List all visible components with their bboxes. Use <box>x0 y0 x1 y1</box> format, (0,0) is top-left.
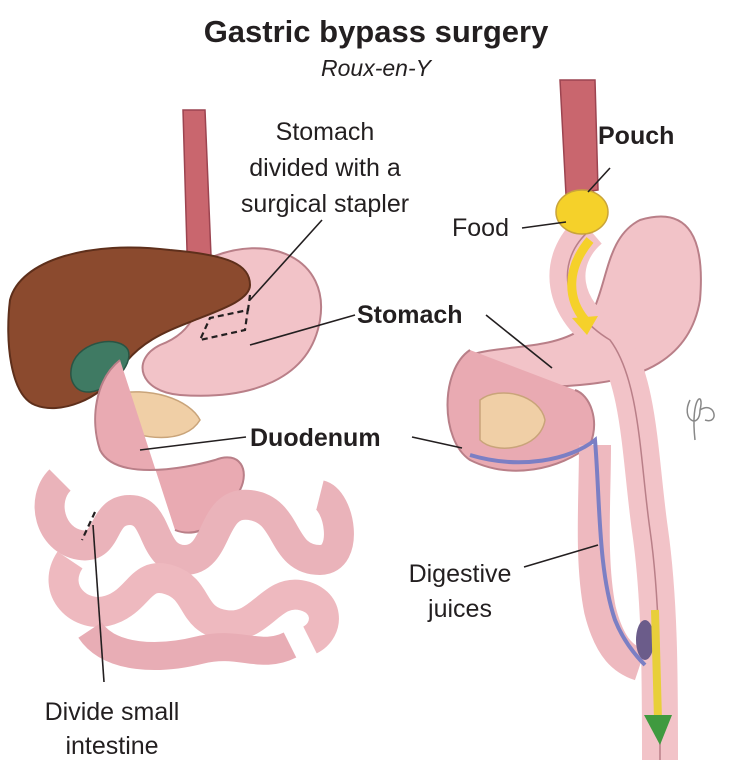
leader-duodenum-right <box>411 436 463 449</box>
stomach-left <box>141 247 323 397</box>
svg-text:Digestive: Digestive <box>409 560 512 588</box>
intestine-divide-line <box>81 511 96 541</box>
esophagus-right <box>559 79 599 196</box>
svg-text:Stomach: Stomach <box>276 118 375 146</box>
pancreas-right <box>479 392 546 449</box>
leader-stomach-left <box>249 314 356 346</box>
pre-surgery-illustration <box>7 109 354 670</box>
leader-duodenum-left <box>139 436 247 451</box>
leader-divide <box>92 524 105 683</box>
anastomosis <box>636 620 654 660</box>
leader-stomach-right <box>485 314 553 369</box>
svg-text:surgical stapler: surgical stapler <box>241 190 409 218</box>
label-pouch: Pouch <box>598 122 674 150</box>
title: Gastric bypass surgery <box>204 14 549 49</box>
post-surgery-illustration <box>446 79 715 761</box>
food-arrow <box>567 237 594 323</box>
label-divide-intestine: Divide small intestine <box>45 698 180 760</box>
biliopancreatic-limb <box>577 444 646 681</box>
subtitle: Roux-en-Y <box>321 55 433 81</box>
label-stomach: Stomach <box>357 301 463 329</box>
digestive-juices-path <box>469 436 647 667</box>
mixed-flow-arrow <box>651 609 662 721</box>
label-stapler: Stomach divided with a surgical stapler <box>241 118 409 218</box>
food-arrow-head <box>572 316 598 335</box>
small-intestine-loops <box>34 469 354 670</box>
svg-text:divided with a: divided with a <box>249 154 401 182</box>
artist-signature <box>686 398 715 441</box>
leader-food <box>521 221 567 229</box>
label-duodenum: Duodenum <box>250 424 381 452</box>
leader-stapler <box>249 219 323 301</box>
leader-digestive <box>523 544 599 568</box>
svg-text:Divide small: Divide small <box>45 698 180 726</box>
liver <box>7 246 252 410</box>
svg-text:intestine: intestine <box>65 732 158 760</box>
gastric-pouch <box>555 189 609 235</box>
label-food: Food <box>452 214 509 242</box>
mixed-flow-arrow-head <box>644 715 672 745</box>
staple-line-left <box>198 294 252 342</box>
label-digestive-juices: Digestive juices <box>409 560 512 623</box>
leader-pouch <box>587 167 611 193</box>
svg-text:juices: juices <box>427 595 492 623</box>
